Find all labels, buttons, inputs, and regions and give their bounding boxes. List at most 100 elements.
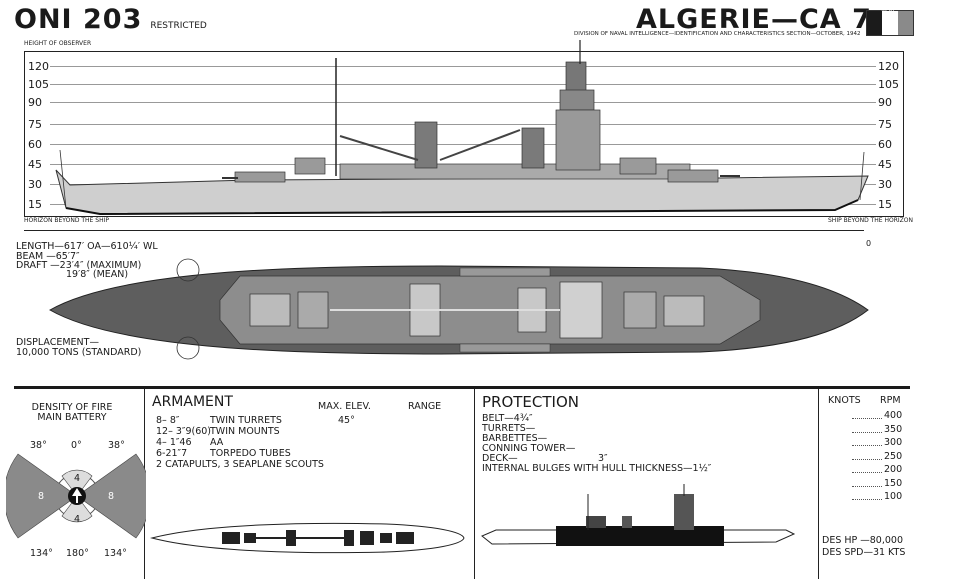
gridline: [50, 102, 876, 103]
protection-profile-diagram: [481, 484, 796, 546]
vichy-flag: [866, 10, 914, 36]
flag-stripe-3: [897, 11, 913, 35]
rpm-value: 150: [884, 477, 903, 489]
ship-title: ALGERIE—CA 7: [636, 4, 872, 35]
gridline: [50, 164, 876, 165]
height-tick-right: 30: [878, 178, 892, 191]
protection-turrets: TURRETS—: [482, 423, 536, 434]
armament-elev-1: 45°: [338, 415, 355, 426]
fire-angle-top-left: 38°: [30, 440, 47, 451]
fire-top-count: 4: [74, 473, 81, 484]
rpm-leader: [852, 458, 882, 460]
armament-col-range: RANGE: [408, 401, 442, 412]
height-tick-right: 75: [878, 118, 892, 131]
rpm-leader: [852, 485, 882, 487]
horizon-right-label: SHIP BEYOND THE HORIZON: [828, 217, 913, 224]
armament-extra: 2 CATAPULTS, 3 SEAPLANE SCOUTS: [156, 459, 324, 470]
knots-label: KNOTS: [828, 395, 861, 406]
armament-desc-1: TWIN TURRETS: [210, 415, 282, 426]
armament-top-diagram: [150, 522, 465, 554]
protection-deck-value: 3″: [598, 453, 608, 464]
divider-3: [818, 389, 819, 579]
fire-angle-top-mid: 0°: [71, 440, 82, 451]
height-tick-left: 75: [28, 118, 42, 131]
restricted-label: RESTRICTED: [150, 21, 207, 31]
fire-angle-bottom-left: 134°: [30, 548, 53, 559]
height-tick-left: 105: [28, 78, 49, 91]
armament-title: ARMAMENT: [152, 394, 233, 410]
gridline: [50, 84, 876, 85]
draft-mean-text: 19′8″ (MEAN): [66, 269, 129, 280]
flag-stripe-2: [882, 11, 898, 35]
section-divider: [14, 386, 910, 389]
armament-qty-3: 4– 1″46: [156, 437, 192, 448]
rpm-value: 400: [884, 410, 903, 421]
horizon-left-label: HORIZON BEYOND THE SHIP: [24, 217, 109, 224]
design-horsepower: DES HP —80,000: [822, 535, 904, 546]
protection-deck: DECK—: [482, 453, 518, 464]
height-tick-left: 60: [28, 138, 42, 151]
rpm-leader: [852, 472, 882, 473]
gridline: [50, 144, 876, 145]
gridline: [50, 204, 876, 205]
height-tick-right: 15: [878, 198, 892, 211]
rpm-value: 250: [884, 450, 903, 462]
gridline: [50, 184, 876, 185]
protection-belt: BELT—4¾″: [482, 413, 533, 424]
range-scale-line: [24, 230, 864, 231]
length-text: LENGTH—617′ OA—610¼′ WL: [16, 241, 158, 252]
armament-desc-2: TWIN MOUNTS: [210, 426, 280, 437]
fire-angle-top-right: 38°: [108, 440, 125, 451]
armament-desc-4: TORPEDO TUBES: [210, 448, 291, 459]
protection-barbettes: BARBETTES—: [482, 433, 548, 444]
armament-desc-3: AA: [210, 437, 224, 448]
fire-subtitle: MAIN BATTERY: [37, 412, 107, 423]
height-tick-right: 120: [878, 60, 899, 73]
divider-2: [474, 389, 475, 579]
height-tick-right: 60: [878, 138, 892, 151]
rpm-value: 350: [884, 423, 903, 435]
flag-text: VICHY: [881, 9, 895, 14]
flag-stripe-1: [867, 11, 883, 35]
rpm-leader: [852, 418, 882, 419]
height-of-observer-label: HEIGHT OF OBSERVER: [24, 40, 92, 47]
protection-conning-tower: CONNING TOWER—: [482, 443, 576, 454]
armament-col-elev: MAX. ELEV.: [318, 401, 371, 412]
subtitle: DIVISION OF NAVAL INTELLIGENCE—IDENTIFIC…: [574, 31, 861, 37]
height-tick-left: 120: [28, 60, 49, 73]
protection-bulges: INTERNAL BULGES WITH HULL THICKNESS—1½″: [482, 463, 712, 474]
height-tick-left: 90: [28, 96, 42, 109]
height-tick-right: 45: [878, 158, 892, 171]
fire-angle-bottom-right: 134°: [104, 548, 127, 559]
rpm-leader: [852, 431, 882, 433]
fire-angle-bottom-mid: 180°: [66, 548, 89, 559]
armament-qty-2: 12– 3″9(60): [156, 426, 211, 437]
height-tick-left: 45: [28, 158, 42, 171]
fire-title: DENSITY OF FIRE: [31, 402, 113, 413]
height-tick-right: 105: [878, 78, 899, 91]
gridline: [50, 124, 876, 125]
protection-title: PROTECTION: [482, 393, 580, 411]
gridline: [50, 66, 876, 67]
fire-left-count: 8: [38, 491, 45, 502]
zero-label: 0: [866, 239, 872, 248]
rpm-value: 200: [884, 464, 903, 475]
rpm-label: RPM: [880, 395, 901, 406]
rpm-value: 300: [884, 437, 903, 448]
rpm-leader: [852, 445, 882, 446]
rpm-leader: [852, 499, 882, 500]
beam-text: BEAM —65′7″: [16, 251, 80, 262]
armament-qty-1: 8– 8″: [156, 415, 180, 426]
profile-frame: [24, 51, 904, 217]
fire-right-count: 8: [108, 491, 115, 502]
rpm-value: 100: [884, 491, 903, 502]
design-speed: DES SPD—31 KTS: [822, 547, 906, 558]
armament-qty-4: 6-21″7: [156, 448, 188, 459]
fire-density-diagram: [6, 453, 146, 539]
height-tick-left: 15: [28, 198, 42, 211]
displacement-value: 10,000 TONS (STANDARD): [16, 347, 142, 358]
height-tick-right: 90: [878, 96, 892, 109]
fire-bottom-count: 4: [74, 514, 81, 525]
height-tick-left: 30: [28, 178, 42, 191]
